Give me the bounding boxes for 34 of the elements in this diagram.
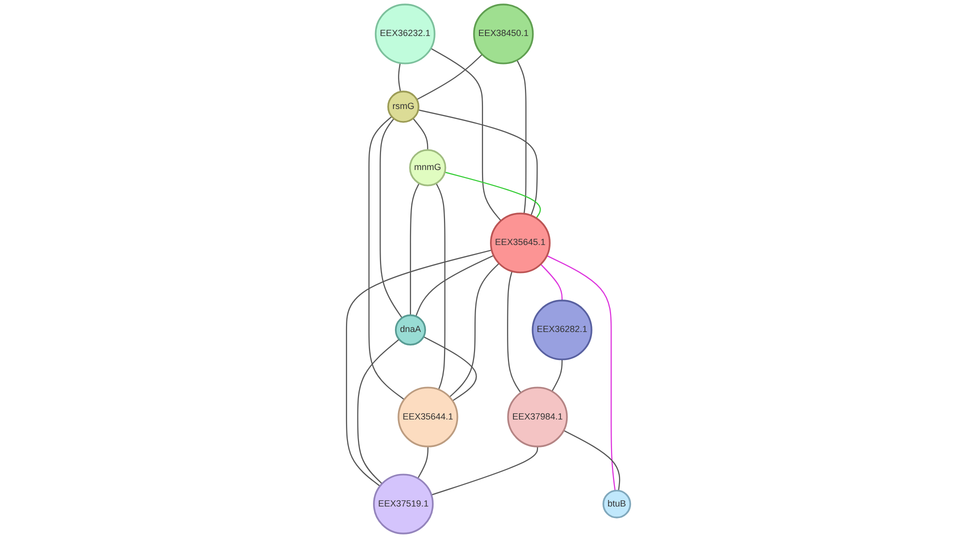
connector	[379, 118, 402, 318]
connector	[412, 118, 428, 150]
node-circle: dnaA	[394, 314, 426, 346]
node-circle: EEX36232.1	[374, 4, 436, 64]
connector	[563, 430, 620, 491]
connector	[506, 271, 521, 394]
connector	[444, 172, 540, 219]
connector	[551, 359, 562, 392]
connector	[516, 60, 526, 214]
connector	[430, 48, 501, 222]
connector	[346, 250, 492, 487]
connector	[416, 446, 428, 479]
connector	[422, 336, 476, 402]
connector	[398, 62, 401, 92]
node-circle: EEX36282.1	[531, 300, 592, 360]
node-circle: rsmG	[386, 90, 420, 123]
node-circle: EEX38450.1	[472, 4, 534, 64]
connector	[448, 262, 500, 398]
connector	[418, 109, 538, 216]
connector	[356, 338, 400, 484]
connector	[414, 254, 494, 317]
connector	[430, 446, 538, 496]
node-circle: EEX35645.1	[490, 212, 550, 274]
connector	[540, 264, 562, 301]
connector	[368, 116, 404, 400]
connector	[546, 255, 616, 491]
node-circle: btuB	[602, 490, 631, 518]
connector	[435, 183, 446, 390]
node-circle: EEX37984.1	[506, 386, 568, 448]
node-circle: mnmG	[408, 149, 446, 186]
connector	[416, 54, 482, 100]
node-circle: EEX35644.1	[397, 386, 458, 448]
node-circle: EEX37519.1	[372, 474, 434, 534]
connector	[410, 183, 420, 316]
